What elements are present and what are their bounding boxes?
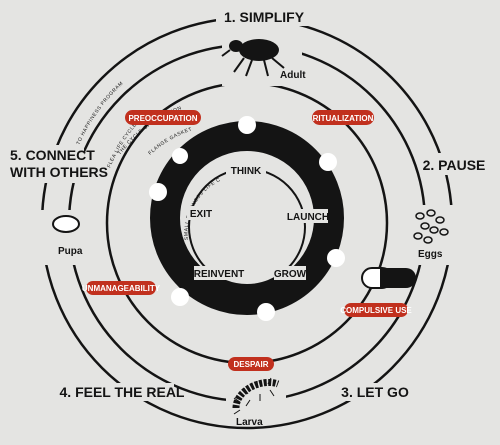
step2-backdrop <box>422 153 486 175</box>
ritualization-pill <box>312 110 374 125</box>
eggs-icon <box>408 205 456 265</box>
exit-label: EXIT <box>190 209 212 220</box>
compulsive-use-pill <box>344 303 408 317</box>
step-5-label-line2: WITH OTHERS <box>10 164 108 180</box>
gasket <box>150 121 344 315</box>
step-2-label: 2. PAUSE <box>423 157 486 173</box>
gasket-hole <box>171 288 189 306</box>
flea-icon <box>221 28 302 86</box>
gasket-hole <box>257 303 275 321</box>
step3-backdrop <box>345 383 405 401</box>
unmanageability-pill <box>86 281 156 295</box>
middle-ring <box>67 43 427 403</box>
step-4-label: 4. FEEL THE REAL <box>60 384 185 400</box>
eggs-label: Eggs <box>418 249 443 260</box>
exit-backdrop <box>187 206 215 220</box>
capsule-icon <box>361 267 416 289</box>
unmanageability-label: UNMANAGEABILITY <box>82 284 161 293</box>
step-3-label: 3. LET GO <box>341 384 409 400</box>
step4-backdrop <box>70 383 174 401</box>
ritualization-label: RITUALIZATION <box>313 114 374 123</box>
despair-label: DESPAIR <box>234 360 269 369</box>
larva-label: Larva <box>236 417 263 428</box>
gasket-hole <box>327 249 345 267</box>
preoccupation-label: PREOCCUPATION <box>128 114 197 123</box>
launch-backdrop <box>288 209 328 223</box>
pupa-label: Pupa <box>58 246 83 257</box>
launch-label: LAUNCH <box>287 212 329 223</box>
think-backdrop <box>226 163 266 177</box>
grow-label: GROW <box>274 269 307 280</box>
think-label: THINK <box>231 166 262 177</box>
grow-backdrop <box>274 266 306 280</box>
gasket-hole <box>172 148 188 164</box>
compulsive-use-label: COMPULSIVE USE <box>340 306 412 315</box>
gasket-hole <box>319 153 337 171</box>
adult-label: Adult <box>280 70 306 81</box>
gasket-hole <box>149 183 167 201</box>
despair-pill <box>228 357 274 371</box>
step1-backdrop <box>216 8 312 26</box>
gasket-hole <box>238 116 256 134</box>
larva-icon <box>226 370 286 418</box>
reinvent-label: REINVENT <box>194 269 245 280</box>
step-5-label-line1: 5. CONNECT <box>10 147 95 163</box>
preoccupation-pill <box>125 110 201 125</box>
step-1-label: 1. SIMPLIFY <box>224 9 305 25</box>
pupa-icon <box>40 210 90 265</box>
reinvent-backdrop <box>194 266 244 280</box>
step5-backdrop <box>4 145 84 183</box>
